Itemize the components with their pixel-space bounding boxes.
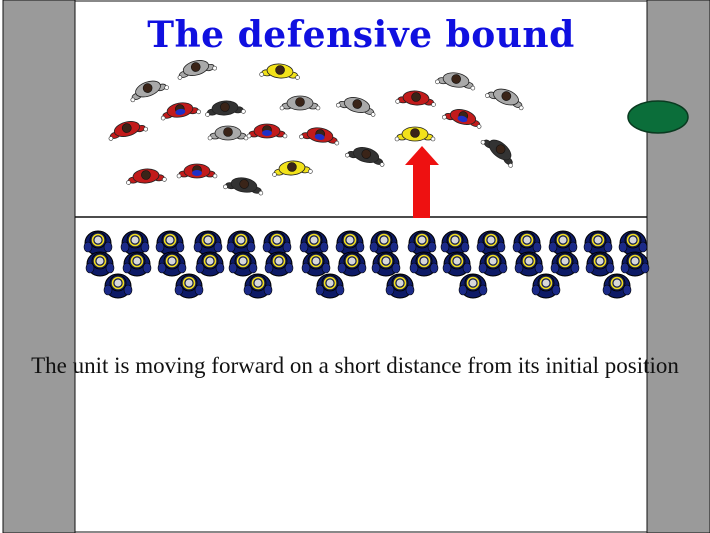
riot-police-officer xyxy=(369,230,399,256)
left-wall xyxy=(2,0,76,533)
riot-police-officer xyxy=(442,251,472,277)
protester-figure xyxy=(108,121,148,141)
riot-police-officer xyxy=(514,251,544,277)
protester-figure xyxy=(223,177,264,196)
riot-police-officer xyxy=(155,230,185,256)
riot-police-officer xyxy=(548,230,578,256)
protester-figure xyxy=(205,100,246,117)
protester-figure xyxy=(299,127,340,146)
right-wall xyxy=(646,0,710,533)
riot-police-officer xyxy=(337,251,367,277)
riot-police-officer xyxy=(476,230,506,256)
riot-police-officer xyxy=(618,230,648,256)
riot-police-officer xyxy=(228,251,258,277)
forward-arrow-icon xyxy=(405,146,439,218)
riot-police-officer xyxy=(83,230,113,256)
riot-police-officer xyxy=(478,251,508,277)
crowd-group xyxy=(108,60,524,196)
protester-figure xyxy=(485,88,524,111)
protester-figure xyxy=(435,72,476,91)
protester-figure xyxy=(442,109,482,129)
riot-police-officer xyxy=(409,251,439,277)
riot-police-officer xyxy=(157,251,187,277)
diagram-title: The defensive bound xyxy=(147,14,575,56)
riot-police-officer xyxy=(620,251,650,277)
riot-police-officer xyxy=(315,273,345,299)
bush-icon xyxy=(627,100,689,134)
protester-figure xyxy=(336,97,376,117)
protester-figure xyxy=(126,168,167,185)
riot-police-officer xyxy=(85,251,115,277)
riot-police-officer xyxy=(550,251,580,277)
diagram-caption: The unit is moving forward on a short di… xyxy=(31,353,679,378)
protester-figure xyxy=(272,160,313,177)
riot-police-officer xyxy=(440,230,470,256)
riot-police-officer xyxy=(264,251,294,277)
riot-police-officer xyxy=(195,251,225,277)
protester-figure xyxy=(130,80,169,103)
riot-police-officer xyxy=(299,230,329,256)
riot-police-officer xyxy=(585,251,615,277)
riot-police-officer xyxy=(458,273,488,299)
riot-police-officer xyxy=(226,230,256,256)
riot-police-officer xyxy=(602,273,632,299)
riot-police-officer xyxy=(301,251,331,277)
riot-police-officer xyxy=(583,230,613,256)
riot-police-officer xyxy=(371,251,401,277)
protester-figure xyxy=(279,95,321,111)
riot-police-officer xyxy=(262,230,292,256)
protester-figure xyxy=(394,126,436,142)
riot-police-officer xyxy=(385,273,415,299)
riot-police-officer xyxy=(243,273,273,299)
protester-figure xyxy=(207,125,249,141)
police-line xyxy=(83,230,650,299)
riot-police-officer xyxy=(193,230,223,256)
protester-figure xyxy=(480,139,513,168)
riot-police-officer xyxy=(512,230,542,256)
riot-police-officer xyxy=(531,273,561,299)
protester-figure xyxy=(176,163,218,179)
protester-figure xyxy=(246,123,288,139)
protester-figure xyxy=(345,147,385,167)
riot-police-officer xyxy=(103,273,133,299)
riot-police-officer xyxy=(335,230,365,256)
protester-figure xyxy=(395,90,436,107)
protester-figure xyxy=(259,63,300,80)
riot-police-officer xyxy=(122,251,152,277)
riot-police-officer xyxy=(120,230,150,256)
protester-figure xyxy=(160,102,201,121)
protester-figure xyxy=(177,60,217,80)
riot-police-officer xyxy=(407,230,437,256)
riot-police-officer xyxy=(174,273,204,299)
